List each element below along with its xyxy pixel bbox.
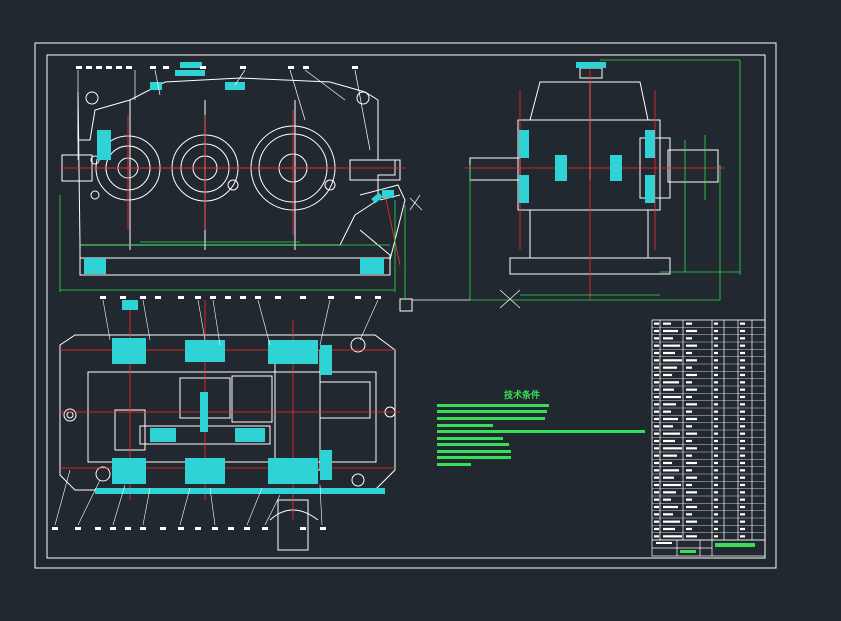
technical-requirements-title: 技术条件 [503,391,540,401]
table-row [652,488,765,494]
front-labels [76,66,358,69]
table-row [652,532,765,538]
table-row [652,349,765,355]
table-row [652,473,765,479]
table-row [652,437,765,443]
table-row [652,415,765,421]
title-block-marks [656,542,755,553]
section-marker [399,298,413,312]
table-row [652,503,765,509]
table-row [652,444,765,450]
table-row [652,371,765,377]
table-row [652,378,765,384]
technical-requirements-lines [437,404,645,466]
front-dimensions [59,195,406,298]
title-block [651,539,766,557]
table-row [652,363,765,369]
table-row [652,525,765,531]
plan-hatch [95,300,385,494]
table-row [652,393,765,399]
front-hatch [84,62,394,274]
side-dimensions [469,59,741,301]
table-row [652,341,765,347]
inner-frame [46,54,766,559]
table-row [652,466,765,472]
table-row [652,400,765,406]
plan-leaders [54,299,379,526]
front-centerlines [60,110,405,266]
table-row [652,356,765,362]
outer-frame [34,42,777,569]
table-row [652,319,765,325]
side-centerlines [465,70,725,300]
table-row [652,481,765,487]
table-row [652,334,765,340]
table-row [652,429,765,435]
table-row [652,495,765,501]
side-leaders [412,289,521,309]
table-row [652,517,765,523]
table-row [652,407,765,413]
table-row [652,459,765,465]
side-hatch [519,62,655,203]
table-row [652,327,765,333]
front-leaders [77,69,423,211]
table-row [652,422,765,428]
table-row [652,385,765,391]
parts-list-rows [652,319,765,538]
table-row [652,510,765,516]
plan-labels [52,296,381,530]
table-row [652,451,765,457]
